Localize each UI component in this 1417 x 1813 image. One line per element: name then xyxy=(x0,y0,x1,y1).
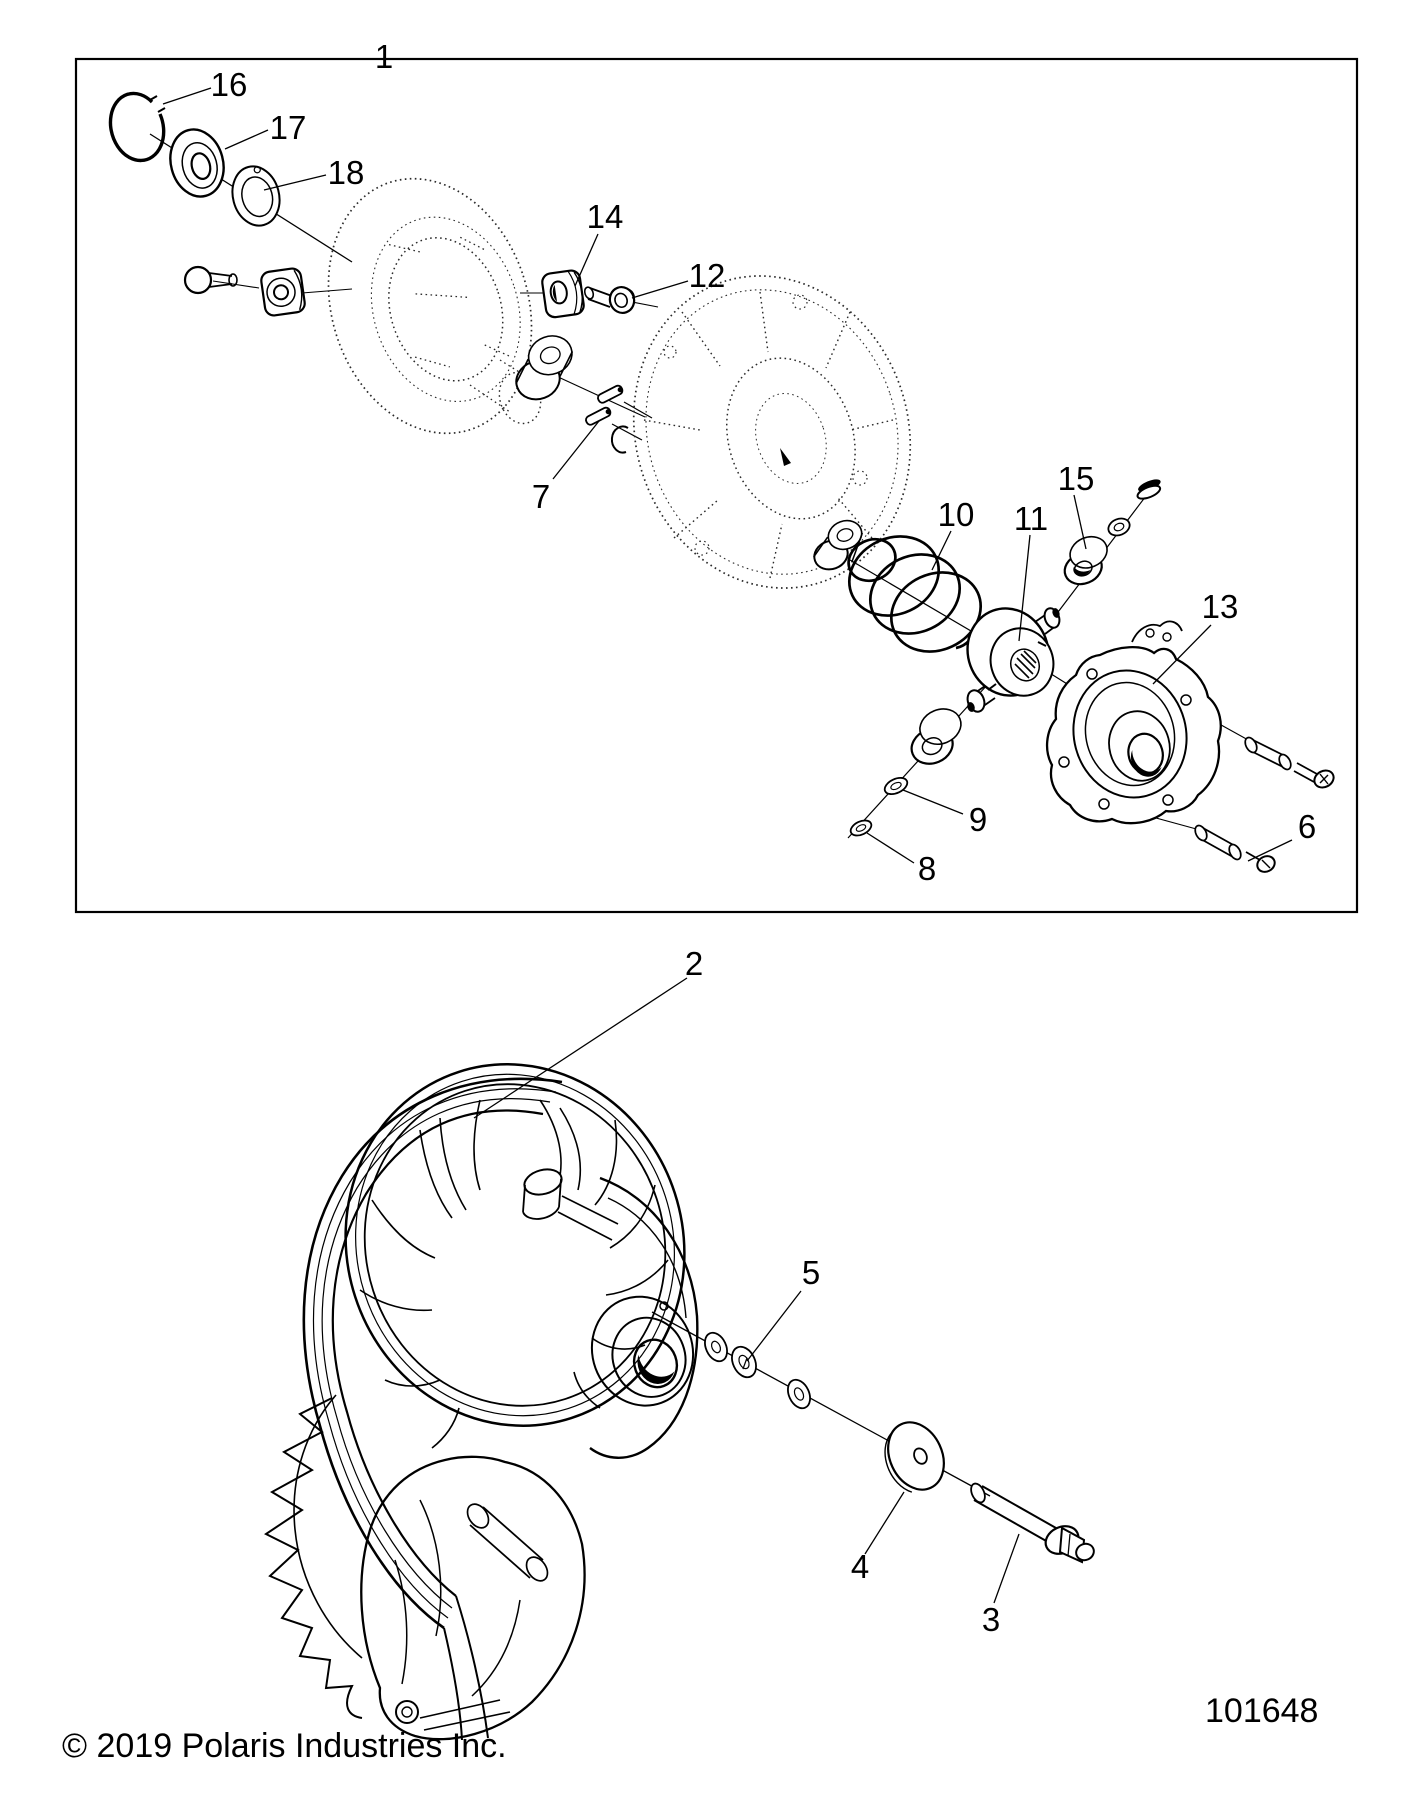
callout-14: 14 xyxy=(587,198,624,235)
pin-12 xyxy=(583,286,636,314)
callout-3: 3 xyxy=(982,1601,1000,1638)
assembly-1-border xyxy=(74,57,1359,914)
callout-9: 9 xyxy=(969,801,987,838)
washers-5 xyxy=(704,1331,811,1410)
bushing-washers-8-9 xyxy=(849,708,962,837)
fan-sheave-rear xyxy=(264,1394,363,1719)
bearing-17 xyxy=(169,128,225,198)
sheave-boss xyxy=(522,1168,619,1241)
assembly-2-drive-clutch: 2 5 4 3 xyxy=(264,945,1095,1741)
spacer-bushing xyxy=(813,519,864,571)
callout-8: 8 xyxy=(918,850,936,887)
callout-4: 4 xyxy=(851,1548,869,1585)
sheave-vanes xyxy=(359,1099,669,1449)
cover-13 xyxy=(1045,620,1222,825)
assembly-1-driven-clutch: 1 16 17 18 14 12 7 10 11 15 13 9 8 6 xyxy=(74,38,1359,914)
washer-4 xyxy=(884,1421,945,1493)
bolt-and-square-nut xyxy=(183,265,306,317)
callout-17: 17 xyxy=(270,109,307,146)
drive-belt xyxy=(302,1077,563,1741)
callout-16: 16 xyxy=(211,66,248,103)
callout-2: 2 xyxy=(685,945,703,982)
leader-lines-assembly-2 xyxy=(473,977,1020,1604)
washer-18 xyxy=(231,165,281,227)
callout-15: 15 xyxy=(1058,460,1095,497)
roller-and-pins-7 xyxy=(515,335,653,454)
callout-18: 18 xyxy=(328,154,365,191)
spring-10 xyxy=(847,535,983,653)
slider-block-14 xyxy=(541,269,585,319)
copyright-text: © 2019 Polaris Industries Inc. xyxy=(62,1727,507,1765)
lower-housing xyxy=(360,1455,586,1741)
leader-lines-assembly-1 xyxy=(162,87,1293,864)
callout-7: 7 xyxy=(532,478,550,515)
callout-12: 12 xyxy=(689,257,726,294)
callout-11: 11 xyxy=(1014,500,1048,537)
bushing-15-stack xyxy=(1063,479,1162,586)
callout-10: 10 xyxy=(938,496,975,533)
helix-11 xyxy=(966,607,1061,713)
snap-ring-16 xyxy=(108,91,166,163)
part-number: 101648 xyxy=(1205,1692,1318,1730)
driven-fixed-sheave xyxy=(632,275,912,589)
drive-movable-sheave xyxy=(344,1063,686,1449)
callout-5: 5 xyxy=(802,1254,820,1291)
bolt-3 xyxy=(970,1482,1095,1564)
callout-13: 13 xyxy=(1202,588,1239,625)
driven-movable-sheave xyxy=(327,177,533,435)
callout-1: 1 xyxy=(375,38,393,75)
screws-6 xyxy=(1194,736,1335,873)
callout-6: 6 xyxy=(1298,808,1316,845)
drive-fixed-hub xyxy=(589,1176,699,1459)
